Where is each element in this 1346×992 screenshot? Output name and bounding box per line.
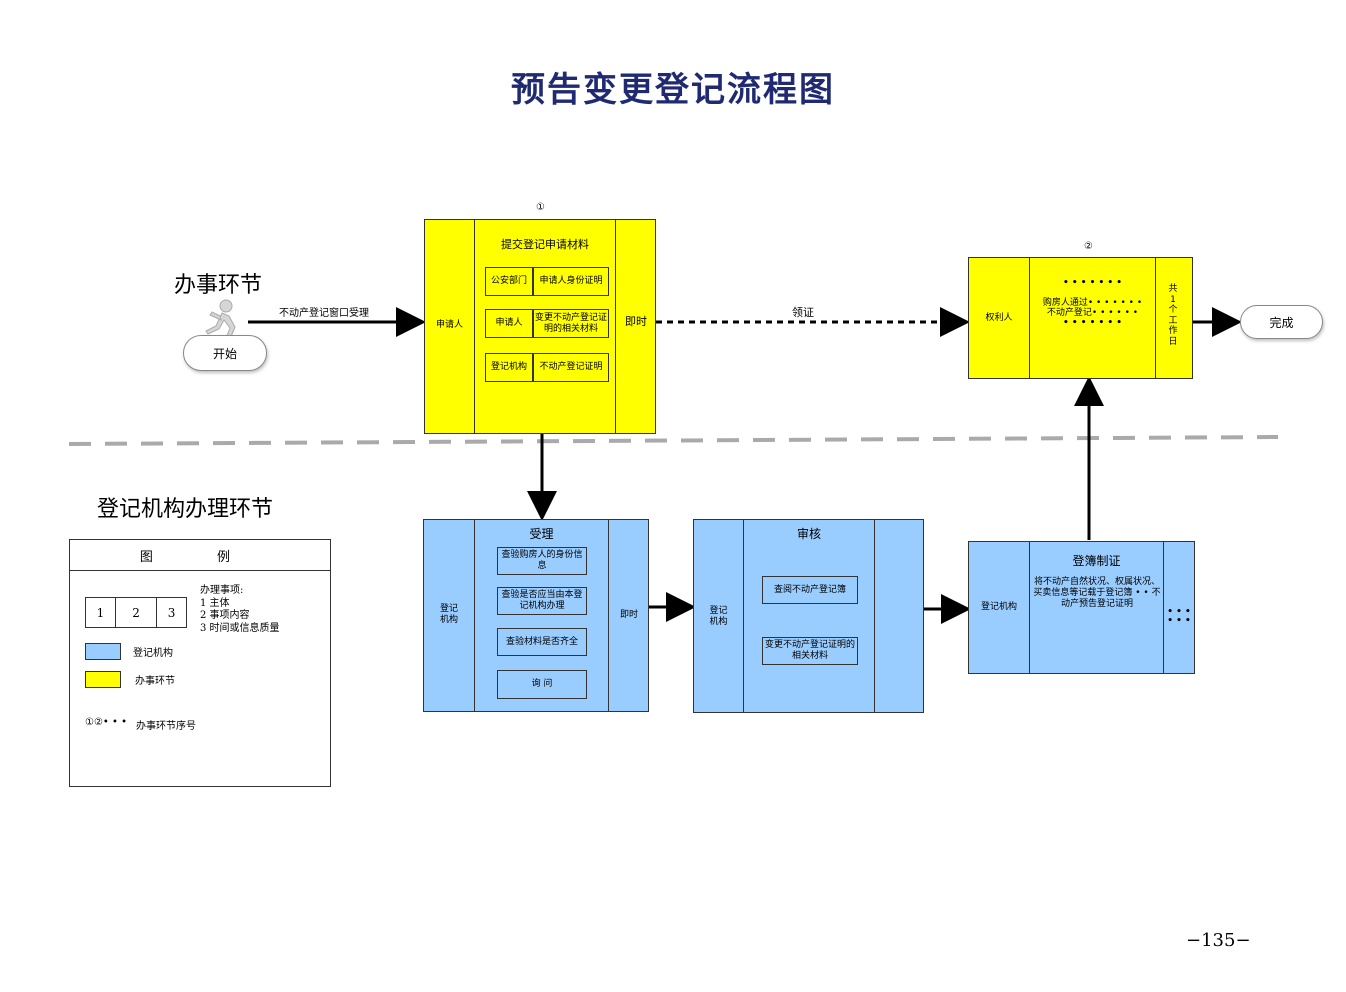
legend-panel: 图 例 1 2 3 办理事项: 1 主体 2 事项内容 3 时间或信息质量 登记…: [69, 539, 331, 787]
section-label-bottom: 登记机构办理环节: [97, 497, 274, 522]
legend-seq-symbols: ①②• • •: [85, 717, 127, 728]
end-node: 完成: [1240, 305, 1323, 339]
runner-icon: [205, 299, 236, 340]
register-subject: 登记机构: [980, 602, 1017, 612]
step1-row2-who: 申请人: [485, 309, 533, 338]
legend-sample-box: 1 2 3: [85, 597, 187, 628]
legend-description: 办理事项: 1 主体 2 事项内容 3 时间或信息质量: [200, 585, 280, 635]
legend-cell-1: 1: [86, 598, 116, 627]
page-title: 预告变更登记流程图: [511, 70, 835, 110]
section-label-top: 办事环节: [174, 273, 263, 298]
legend-cell-2: 2: [116, 598, 158, 627]
end-label: 完成: [1269, 315, 1294, 330]
accept-item-3: 查验材料是否齐全: [497, 628, 587, 656]
start-arrow-label: 不动产登记窗口受理: [279, 308, 369, 319]
legend-yellow-label: 办事环节: [135, 676, 175, 687]
step1-row3-what: 不动产登记证明: [533, 353, 609, 382]
start-node: 开始: [183, 335, 267, 371]
step1-row3-who: 登记机构: [485, 353, 533, 382]
step2-time: 共1个工作日: [1168, 284, 1178, 347]
accept-box: 登记机构 受理 即时 查验购房人的身份信息 查验是否应当由本登记机构办理 查验材…: [423, 519, 649, 712]
legend-desc-title: 办理事项:: [200, 585, 244, 596]
legend-cell-3: 3: [167, 605, 176, 620]
register-time: • • • • • •: [1167, 607, 1191, 626]
register-box: 登记机构 登簿制证 将不动产自然状况、权属状况、买卖信息等记载于登记簿 • • …: [968, 541, 1195, 674]
legend-title: 图 例: [70, 540, 330, 571]
legend-yellow-swatch: [85, 671, 121, 688]
step1-row2-what: 变更不动产登记证明的相关材料: [533, 309, 609, 338]
accept-title: 受理: [529, 527, 554, 541]
step2-dots-bottom: • • • • • • •: [1062, 318, 1123, 328]
legend-blue-swatch: [85, 643, 121, 660]
step1-row1-what: 申请人身份证明: [533, 267, 609, 296]
accept-item-1: 查验购房人的身份信息: [497, 547, 587, 575]
register-content: 将不动产自然状况、权属状况、买卖信息等记载于登记簿 • • 不动产预告登记证明: [1033, 577, 1161, 609]
step1-time: 即时: [625, 315, 647, 328]
step2-subject: 权利人: [985, 313, 1013, 323]
legend-desc-line-3: 3 时间或信息质量: [200, 622, 280, 634]
accept-item-2: 查验是否应当由本登记机构办理: [497, 587, 587, 615]
page-number: −135−: [1186, 930, 1251, 951]
accept-item-4: 询 问: [497, 670, 587, 699]
legend-desc-line-2: 2 事项内容: [200, 610, 250, 621]
review-item-1: 查阅不动产登记簿: [762, 576, 858, 604]
legend-seq-label: 办事环节序号: [136, 721, 196, 732]
step2-line1: 购房人通过• • • • • • •: [1042, 298, 1143, 308]
legend-blue-label: 登记机构: [133, 648, 173, 659]
step2-line2: 不动产登记• • • • • •: [1046, 308, 1139, 318]
accept-subject: 登记机构: [439, 604, 458, 625]
legend-desc-line-1: 1 主体: [200, 597, 230, 609]
step1-number: ①: [536, 202, 545, 213]
collect-label: 领证: [792, 306, 814, 319]
review-item-2: 变更不动产登记证明的相关材料: [762, 637, 858, 665]
register-title: 登簿制证: [1072, 554, 1121, 568]
step1-row1-who: 公安部门: [485, 267, 533, 296]
accept-time: 即时: [619, 610, 638, 620]
step2-dots-top: • • • • • • •: [1062, 278, 1123, 288]
separator-line: [68, 435, 1279, 446]
step1-subject: 申请人: [435, 320, 463, 330]
review-subject: 登记机构: [709, 606, 728, 627]
review-title: 审核: [796, 527, 821, 541]
step1-title: 提交登记申请材料: [501, 238, 589, 251]
step2-box: 权利人 • • • • • • • 购房人通过• • • • • • • 不动产…: [968, 257, 1193, 379]
review-box: 登记机构 审核 查阅不动产登记簿 变更不动产登记证明的相关材料: [693, 519, 924, 713]
step2-number: ②: [1084, 241, 1093, 252]
start-label: 开始: [212, 346, 237, 361]
step1-box: 申请人 提交登记申请材料 即时 公安部门 申请人身份证明 申请人 变更不动产登记…: [424, 219, 656, 434]
